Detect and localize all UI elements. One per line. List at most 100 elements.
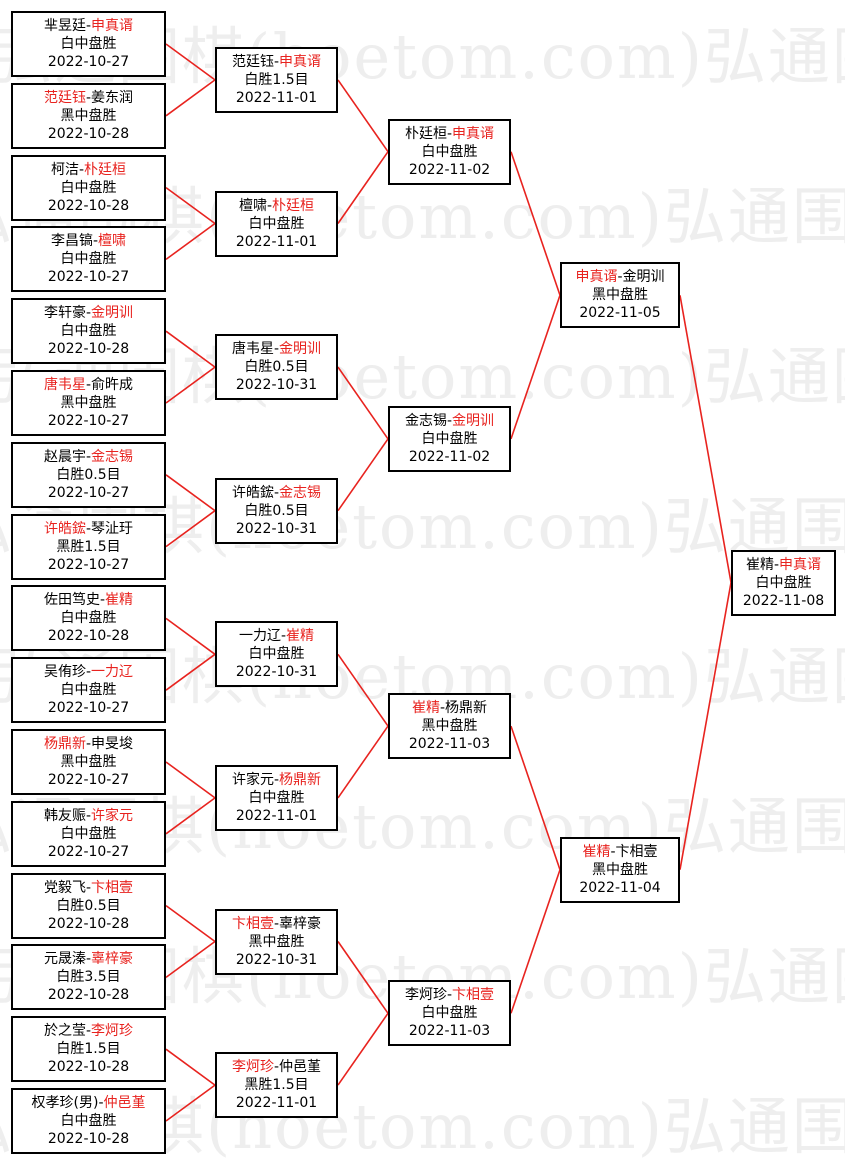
connector-line — [165, 330, 216, 368]
connector-line — [165, 653, 216, 691]
player-a: 元晟溱 — [43, 951, 86, 968]
match-players: 朴廷桓-申真谞 — [390, 125, 509, 143]
player-a-winner: 崔精 — [582, 843, 611, 860]
player-separator: - — [446, 412, 453, 429]
match-date: 2022-11-01 — [235, 89, 318, 106]
match-players: 李昌镐-檀啸 — [13, 232, 164, 250]
match-players: 崔精-杨鼎新 — [390, 699, 509, 717]
match-date: 2022-10-28 — [47, 915, 130, 932]
player-b: 申旻埈 — [91, 736, 134, 752]
player-a: 李炣珍 — [404, 987, 447, 1004]
match-result: 白中盘胜 — [60, 36, 117, 52]
match-date: 2022-10-28 — [47, 1059, 130, 1076]
player-b: 卞相壹 — [615, 843, 658, 860]
connector-line — [165, 940, 216, 979]
match-players: 申真谞-金明训 — [562, 268, 678, 286]
match-date: 2022-10-28 — [47, 628, 130, 645]
match-result: 白中盘胜 — [421, 430, 478, 447]
player-a: 一力辽 — [238, 628, 281, 645]
match-date: 2022-11-08 — [742, 592, 825, 609]
connector-line — [510, 869, 561, 1014]
player-a: 朴廷桓 — [404, 125, 447, 142]
player-separator: - — [85, 879, 92, 896]
match-result: 白胜0.5目 — [244, 502, 309, 519]
player-b-winner: 申真谞 — [91, 18, 134, 34]
match-players: 卞相壹-辜梓豪 — [217, 915, 336, 933]
connector-line — [165, 617, 216, 655]
match-date: 2022-10-27 — [47, 54, 130, 70]
connector-line — [165, 222, 216, 261]
match-result: 白中盘胜 — [248, 215, 305, 232]
player-a: 赵晨宇 — [43, 448, 86, 465]
match-result: 黑中盘胜 — [592, 287, 648, 304]
player-a: 檀啸 — [238, 197, 267, 214]
match-players: 杨鼎新-申旻埈 — [13, 735, 164, 753]
player-a-winner: 杨鼎新 — [43, 736, 86, 752]
connector-line — [337, 1012, 389, 1086]
player-a-winner: 卞相壹 — [231, 915, 274, 932]
match-date: 2022-10-27 — [47, 843, 130, 860]
match-players: 唐韦星-俞旿成 — [13, 376, 164, 394]
match-players: 於之莹-李炣珍 — [13, 1022, 164, 1040]
player-a-winner: 李炣珍 — [231, 1059, 274, 1076]
match-result: 黑中盘胜 — [592, 861, 648, 878]
match-date: 2022-10-27 — [47, 413, 130, 429]
match-date: 2022-10-27 — [47, 269, 130, 286]
match-players: 吴侑珍-一力辽 — [13, 663, 164, 681]
player-a: 李昌镐 — [50, 233, 93, 250]
player-b-winner: 金明训 — [279, 341, 322, 358]
player-b: 金明训 — [622, 269, 665, 286]
connector-line — [165, 761, 216, 799]
player-separator: - — [273, 484, 280, 501]
player-separator: - — [273, 341, 280, 358]
player-b-winner: 卞相壹 — [91, 879, 134, 896]
match-players: 许皓鋐-琴沚玗 — [13, 520, 164, 538]
match-players: 范廷钰-姜东润 — [13, 89, 164, 107]
connector-line — [337, 941, 389, 1014]
player-separator: - — [92, 233, 99, 250]
match-players: 金志锡-金明训 — [390, 412, 509, 430]
player-separator: - — [273, 771, 280, 788]
connector-line — [337, 366, 389, 440]
player-separator: - — [610, 843, 616, 860]
player-a: 许家元 — [231, 771, 274, 788]
player-separator: - — [85, 18, 92, 34]
connector-line — [510, 725, 561, 870]
match-result: 白中盘胜 — [60, 1113, 117, 1129]
match-result: 白中盘胜 — [60, 179, 117, 196]
player-b-winner: 金明训 — [452, 412, 495, 429]
player-separator: - — [85, 951, 92, 968]
match-result: 白中盘胜 — [248, 646, 305, 663]
player-a: 李轩豪 — [43, 305, 86, 322]
connector-line — [679, 295, 732, 583]
match-date: 2022-10-27 — [47, 700, 130, 717]
player-a-winner: 崔精 — [411, 700, 440, 717]
match-players: 权孝珍(男)-仲邑堇 — [13, 1094, 164, 1112]
match-players: 许皓鋐-金志锡 — [217, 484, 336, 502]
player-separator: - — [446, 987, 453, 1004]
match-result: 白中盘胜 — [60, 251, 117, 268]
player-b-winner: 崔精 — [105, 592, 134, 609]
player-a: 唐韦星 — [231, 341, 274, 358]
match-players: 柯洁-朴廷桓 — [13, 161, 164, 179]
match-players: 李轩豪-金明训 — [13, 304, 164, 322]
match-players: 韩友赈-许家元 — [13, 807, 164, 825]
match-result: 白胜1.5目 — [56, 1041, 121, 1058]
match-result: 白中盘胜 — [755, 574, 812, 591]
connector-line — [165, 474, 216, 512]
player-separator: - — [617, 269, 623, 286]
player-b-winner: 仲邑堇 — [103, 1095, 146, 1111]
